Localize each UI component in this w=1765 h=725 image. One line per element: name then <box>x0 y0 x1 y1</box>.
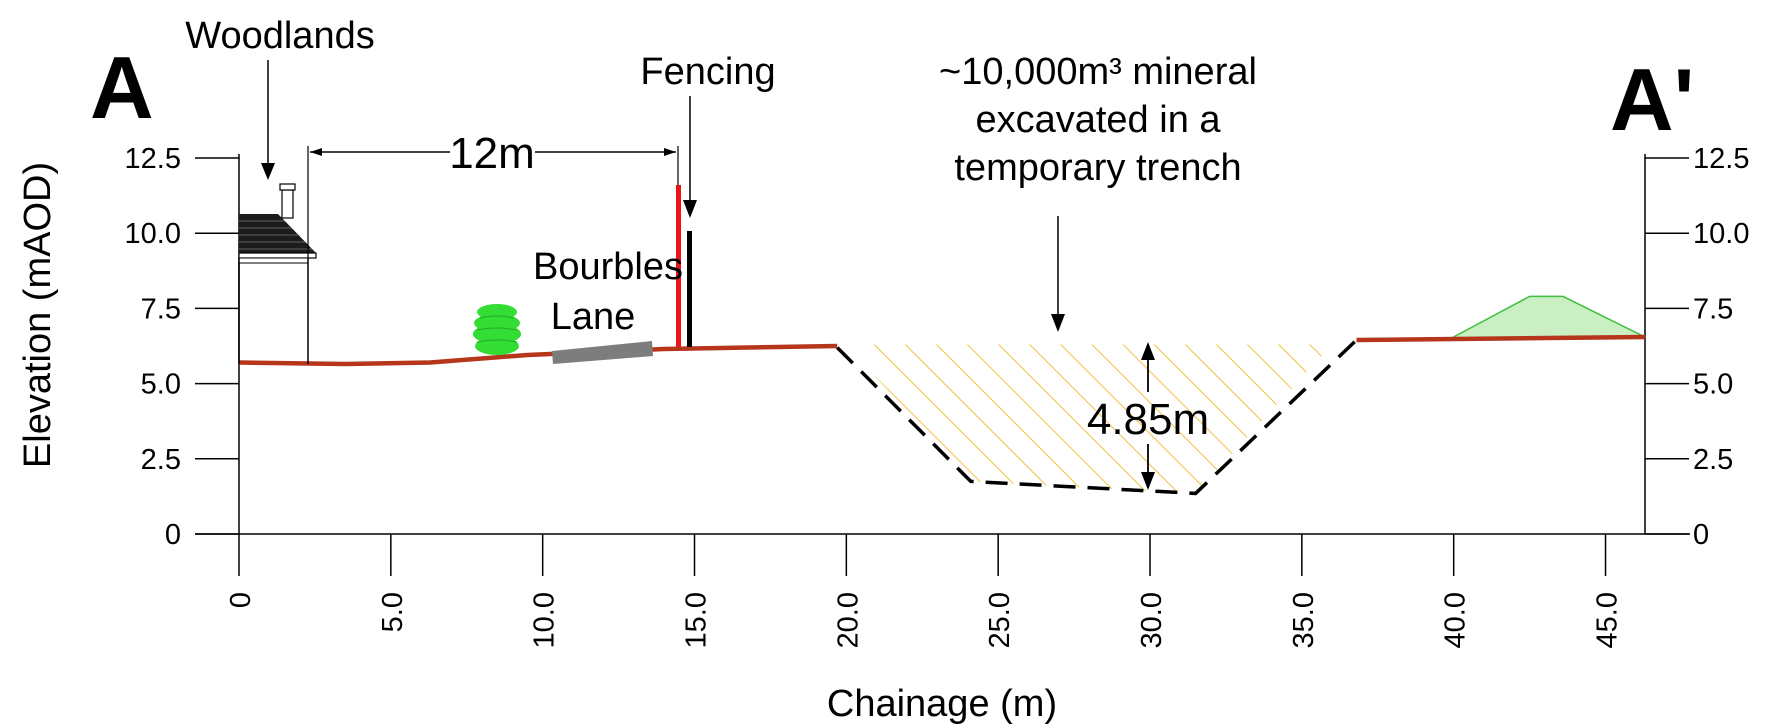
y-tick-label-right: 2.5 <box>1693 444 1733 476</box>
x-ticks: 0 5.0 10.0 15.0 20.0 25.0 30.0 35.0 40.0 45.0 <box>225 534 1624 648</box>
x-tick-label: 40.0 <box>1440 592 1472 648</box>
fence-post-red <box>676 185 681 347</box>
house-icon <box>238 183 317 364</box>
ground-profile-west <box>238 343 838 367</box>
excavation-label-line1: ~10,000m³ mineral <box>939 51 1257 93</box>
y-tick-label-right: 5.0 <box>1693 369 1733 401</box>
fencing-arrow <box>683 96 697 218</box>
depth-dimension <box>1141 342 1155 490</box>
y-tick-label-right: 7.5 <box>1693 293 1733 325</box>
y-tick-label-left: 2.5 <box>141 444 181 476</box>
x-tick-label: 5.0 <box>377 592 409 632</box>
y-tick-label-left: 12.5 <box>125 143 181 175</box>
axes-frame <box>195 154 1690 535</box>
x-tick-label: 25.0 <box>984 592 1016 648</box>
y-tick-label-left: 7.5 <box>141 293 181 325</box>
depth-label: 4.85m <box>1087 395 1209 444</box>
road-label-line1: Bourbles <box>533 246 683 288</box>
excavation-arrow <box>1051 216 1065 332</box>
x-tick-label: 0 <box>225 592 257 608</box>
trench-outline <box>835 338 1358 496</box>
y-axis-title: Elevation (mAOD) <box>17 162 59 468</box>
x-tick-label: 45.0 <box>1592 592 1624 648</box>
y-ticks: 0 0 2.5 2.5 5.0 5.0 7.5 7.5 10.0 10.0 12.5 12.5 <box>125 143 1750 551</box>
road-label-line2: Lane <box>551 296 636 338</box>
fence-post-black <box>687 231 692 347</box>
x-axis-title: Chainage (m) <box>827 683 1057 725</box>
ground-profile-east <box>1356 334 1646 343</box>
x-tick-label: 35.0 <box>1288 592 1320 648</box>
y-tick-label-left: 5.0 <box>141 369 181 401</box>
x-tick-label: 15.0 <box>681 592 713 648</box>
y-tick-label-left: 0 <box>165 519 181 551</box>
road-surface <box>552 341 653 364</box>
trench-hatch-area <box>846 344 1333 494</box>
distance-label: 12m <box>449 129 535 178</box>
section-end-label: A' <box>1610 50 1694 149</box>
distance-dimension <box>307 146 679 258</box>
fencing-label: Fencing <box>640 51 775 93</box>
excavation-label-line2: excavated in a <box>975 99 1221 141</box>
excavation-label-line3: temporary trench <box>954 147 1241 189</box>
y-tick-label-right: 0 <box>1693 519 1709 551</box>
woodlands-label: Woodlands <box>185 15 374 57</box>
spoil-mound <box>1450 295 1646 340</box>
x-tick-label: 20.0 <box>832 592 864 648</box>
y-tick-label-right: 10.0 <box>1693 218 1749 250</box>
y-tick-label-left: 10.0 <box>125 218 181 250</box>
x-tick-label: 10.0 <box>529 592 561 648</box>
section-start-label: A <box>90 38 154 137</box>
tree-icon <box>473 304 521 355</box>
x-tick-label: 30.0 <box>1136 592 1168 648</box>
y-tick-label-right: 12.5 <box>1693 143 1749 175</box>
woodlands-arrow <box>261 60 275 180</box>
